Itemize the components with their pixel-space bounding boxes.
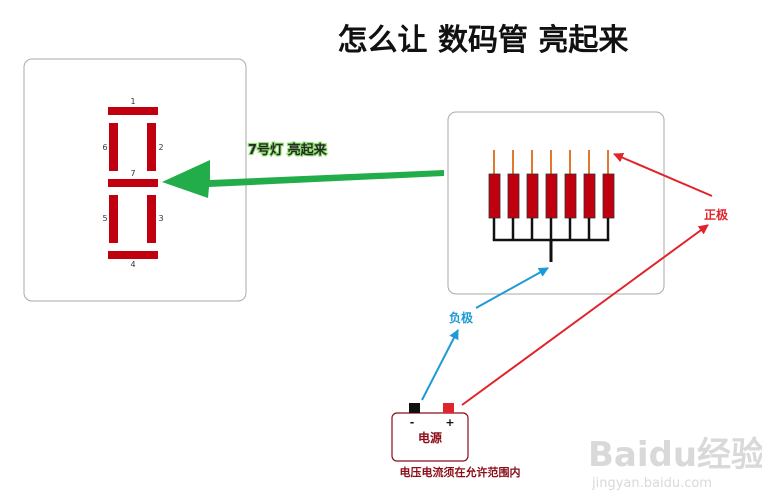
battery-negative-terminal bbox=[409, 403, 420, 413]
led-resistor bbox=[602, 173, 615, 219]
positive-arrow bbox=[613, 152, 713, 197]
negative-wire bbox=[421, 329, 459, 401]
positive-label: 正极 bbox=[704, 207, 729, 222]
negative-arrow bbox=[475, 267, 549, 309]
negative-label: 负极 bbox=[449, 310, 474, 325]
led-resistor bbox=[526, 173, 539, 219]
green-arrow-icon bbox=[162, 160, 444, 198]
seven-segment-panel: 1 2 3 4 5 6 7 bbox=[23, 58, 247, 302]
segment-number-3: 3 bbox=[158, 214, 163, 223]
led-pins bbox=[488, 150, 615, 262]
segment-5 bbox=[109, 195, 118, 243]
segment-2 bbox=[147, 123, 156, 171]
watermark-logo-text: Baidu经验 bbox=[588, 435, 762, 475]
led-resistor bbox=[545, 173, 558, 219]
segment-1 bbox=[108, 107, 158, 115]
battery-minus-sign: - bbox=[410, 416, 415, 429]
battery-plus-sign: + bbox=[445, 416, 454, 429]
led-resistor bbox=[488, 173, 501, 219]
voltage-caption: 电压电流须在允许范围内 bbox=[400, 465, 521, 479]
segment-number-6: 6 bbox=[102, 143, 107, 152]
segment-6 bbox=[109, 123, 118, 171]
segment-3 bbox=[147, 195, 156, 243]
segment-number-7: 7 bbox=[130, 169, 135, 178]
led-resistor bbox=[507, 173, 520, 219]
battery-positive-terminal bbox=[443, 403, 454, 413]
led-resistor bbox=[583, 173, 596, 219]
page-title: 怎么让 数码管 亮起来 bbox=[338, 23, 629, 58]
battery-label: 电源 bbox=[418, 430, 442, 445]
instruction-label: 7号灯 亮起来 bbox=[248, 142, 328, 158]
battery: - + 电源 bbox=[391, 403, 469, 462]
led-array-panel bbox=[447, 111, 665, 295]
segment-number-2: 2 bbox=[158, 143, 163, 152]
segment-number-1: 1 bbox=[130, 97, 135, 106]
positive-wire bbox=[461, 224, 709, 406]
segment-4 bbox=[108, 251, 158, 259]
battery-body bbox=[391, 412, 469, 462]
baidu-watermark: Baidu经验 jingyan.baidu.com bbox=[588, 435, 762, 491]
segment-number-4: 4 bbox=[130, 260, 135, 269]
segment-number-5: 5 bbox=[102, 214, 107, 223]
watermark-url: jingyan.baidu.com bbox=[591, 476, 712, 491]
led-resistor bbox=[564, 173, 577, 219]
segment-7 bbox=[108, 179, 158, 187]
